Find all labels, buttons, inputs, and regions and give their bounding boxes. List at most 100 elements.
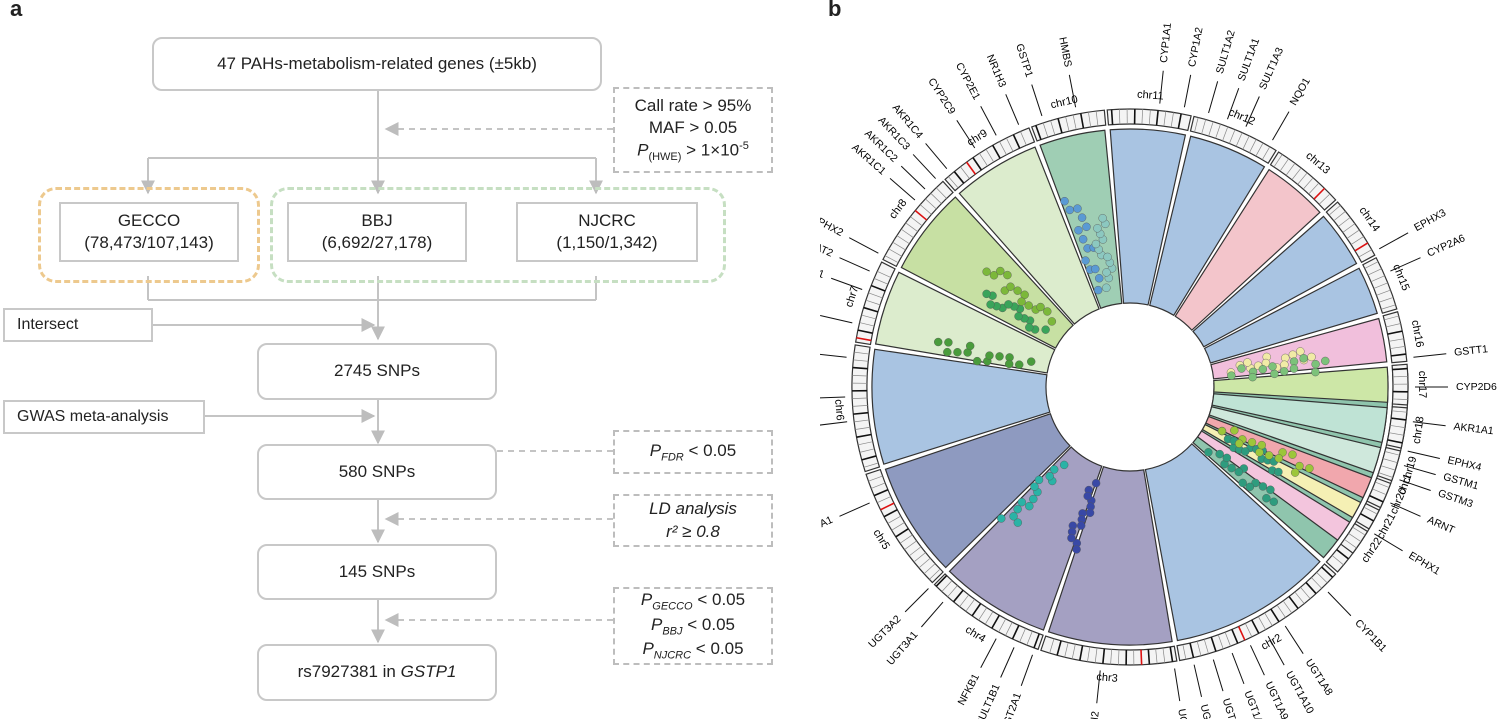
signal-dot [944, 338, 952, 346]
intersect-box: Intersect [3, 308, 153, 342]
signal-dot [1321, 357, 1329, 365]
gene-label-hmbs: HMBS [1056, 36, 1074, 68]
chr-label-chr16: chr16 [1409, 319, 1426, 348]
signal-dot [1094, 286, 1102, 294]
signal-dot [1289, 351, 1297, 359]
cohort-njcrc-name: NJCRC [578, 210, 636, 232]
cohort-gecco: GECCO (78,473/107,143) [59, 202, 239, 262]
signal-dot [1290, 358, 1298, 366]
signal-dot [1262, 494, 1270, 502]
signal-dot [1042, 326, 1050, 334]
gene-label-cyp2c9: CYP2C9 [925, 76, 957, 117]
gene-leader [1032, 85, 1042, 116]
signal-dot [1025, 323, 1033, 331]
signal-dot [1035, 476, 1043, 484]
gene-label-cyp2e1: CYP2E1 [953, 61, 983, 102]
signal-dot [1078, 214, 1086, 222]
signal-dot [985, 352, 993, 360]
signal-dot [996, 267, 1004, 275]
final-snp-box: rs7927381 in GSTP1 [257, 644, 497, 701]
gene-leader [820, 315, 852, 322]
chr-label-chr14: chr14 [1356, 205, 1382, 234]
gene-leader [820, 422, 847, 426]
gene-leader [1413, 354, 1446, 357]
signal-dot [1228, 464, 1236, 472]
chr-label-chr5: chr5 [870, 527, 891, 552]
gene-leader [926, 143, 947, 168]
signal-dot [1246, 483, 1254, 491]
gene-leader [921, 602, 943, 627]
signal-dot [943, 348, 951, 356]
signal-dot [1079, 235, 1087, 243]
signal-dot [987, 301, 995, 309]
flowchart: 47 PAHs-metabolism-related genes (±5kb) … [0, 0, 800, 719]
p-njcrc-text: PNJCRC < 0.05 [642, 638, 743, 663]
chr-label-chr20: chr20 [1388, 486, 1410, 516]
gene-leader [849, 238, 878, 253]
gene-leader [1194, 665, 1201, 697]
signal-dot [1204, 448, 1212, 456]
genes-box: 47 PAHs-metabolism-related genes (±5kb) [152, 37, 602, 91]
signal-dot [1067, 534, 1075, 542]
signal-dot [983, 268, 991, 276]
signal-dot [1074, 226, 1082, 234]
signal-dot [1290, 365, 1298, 373]
signal-dot [1048, 317, 1056, 325]
circos-plot: chr1chr2chr3chr4chr5chr6chr7chr8chr9chr1… [820, 0, 1500, 719]
signal-dot [1259, 482, 1267, 490]
signal-dot [1099, 214, 1107, 222]
r2-text: r² ≥ 0.8 [666, 521, 720, 543]
signal-dot [1227, 372, 1235, 380]
final-gene-text: GSTP1 [401, 661, 457, 683]
cohort-bbj-name: BBJ [361, 210, 392, 232]
signal-dot [1237, 365, 1245, 373]
signal-dot [1037, 303, 1045, 311]
snps-2745-box: 2745 SNPs [257, 343, 497, 400]
chr-label-chr19: chr19 [1400, 455, 1419, 485]
signal-dot [953, 348, 961, 356]
p-gecco-text: PGECCO < 0.05 [641, 589, 745, 614]
signal-dot [1249, 373, 1257, 381]
gene-label-cyp2d6: CYP2D6 [1456, 381, 1497, 393]
signal-dot [1312, 360, 1320, 368]
gene-label-ugt1a9: UGT1A9 [1263, 680, 1291, 719]
signal-dot [1029, 495, 1037, 503]
gene-label-nqo1: NQO1 [1288, 76, 1313, 108]
qc-filter-box: Call rate > 95% MAF > 0.05 P(HWE) > 1×10… [613, 87, 773, 173]
signal-dot [1073, 545, 1081, 553]
gene-leader [905, 589, 928, 612]
cohort-njcrc-n: (1,150/1,342) [556, 232, 657, 254]
gene-label-sult1b1: SULT1B1 [974, 682, 1003, 719]
gene-label-nr1i2: NR1I2 [1087, 710, 1102, 719]
gene-leader [1184, 75, 1190, 107]
call-rate-text: Call rate > 95% [635, 95, 752, 117]
gene-label-ugt1a8: UGT1A8 [1303, 657, 1335, 698]
gene-leader [831, 278, 862, 289]
gene-label-nr1h3: NR1H3 [984, 53, 1009, 90]
gene-label-sult1a2: SULT1A2 [1214, 29, 1238, 75]
signal-dot [1025, 502, 1033, 510]
chr-label-chr17: chr17 [1416, 371, 1428, 399]
p-bbj-text: PBBJ < 0.05 [651, 614, 735, 639]
gene-leader [1285, 626, 1303, 654]
signal-dot [1004, 300, 1012, 308]
signal-dot [1086, 509, 1094, 517]
cohort-bbj-n: (6,692/27,178) [322, 232, 433, 254]
gene-leader [1273, 112, 1290, 141]
gene-label-gsta1: GSTA1 [820, 514, 835, 539]
replication-box: PGECCO < 0.05 PBBJ < 0.05 PNJCRC < 0.05 [613, 587, 773, 665]
chr-label-chr4: chr4 [963, 624, 988, 646]
signal-dot [1259, 365, 1267, 373]
fdr-text: PFDR < 0.05 [650, 440, 736, 465]
gene-label-akr1a1: AKR1A1 [1453, 421, 1495, 438]
signal-dot [1270, 498, 1278, 506]
gene-leader [1232, 653, 1244, 684]
signal-dot [1077, 522, 1085, 530]
gene-leader [913, 154, 936, 178]
gene-label-ephx4: EPHX4 [1446, 454, 1482, 473]
gene-label-ephx3: EPHX3 [1412, 207, 1448, 234]
signal-dot [1018, 498, 1026, 506]
signal-dot [1269, 362, 1277, 370]
signal-dot [1274, 468, 1282, 476]
gene-leader [890, 178, 915, 200]
